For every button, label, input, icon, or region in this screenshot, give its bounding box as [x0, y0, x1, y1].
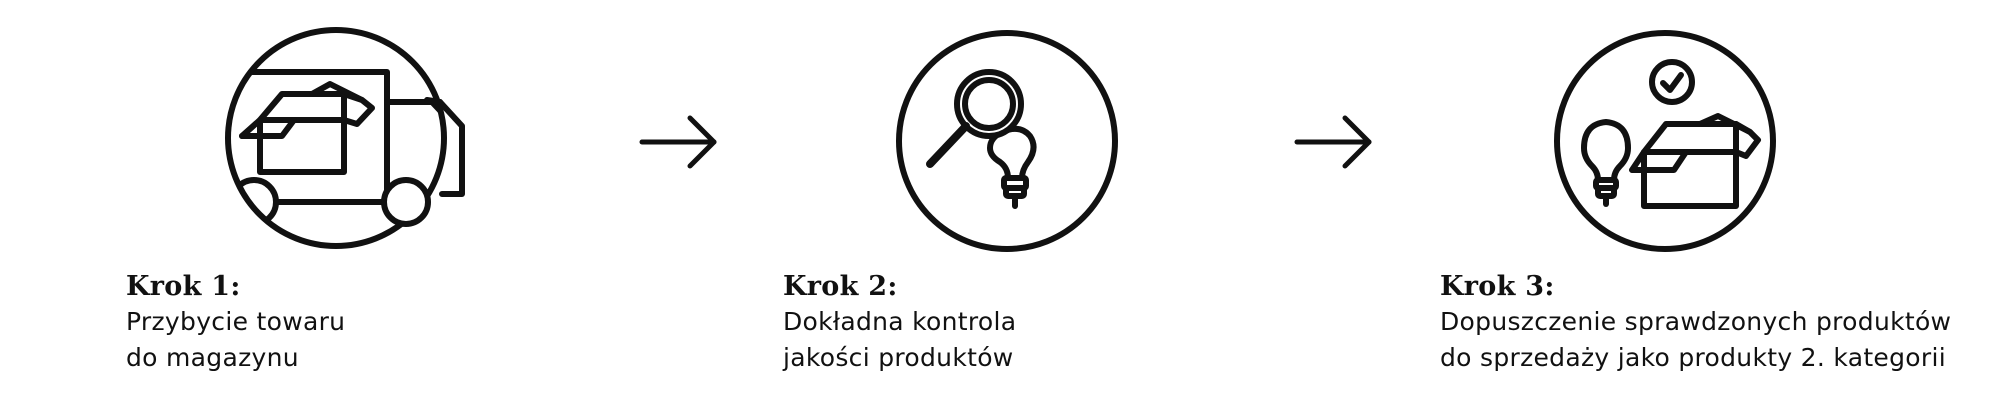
- step-description-line: Dokładna kontrola: [783, 307, 1017, 336]
- step-1: Krok 1: Przybycie towaru do magazynu: [126, 270, 345, 376]
- delivery-truck-box-icon: [222, 22, 472, 254]
- step-title: Krok 2:: [783, 271, 898, 302]
- step-3: Krok 3: Dopuszczenie sprawdzonych produk…: [1440, 270, 1951, 376]
- step-description-line: Przybycie towaru: [126, 307, 346, 336]
- approved-box-bulb-icon: [1550, 26, 1780, 256]
- step-description-line: do magazynu: [126, 343, 299, 372]
- step-description-line: do sprzedaży jako produkty 2. kategorii: [1440, 343, 1946, 372]
- magnifier-bulb-icon: [892, 26, 1122, 256]
- step-title: Krok 1:: [126, 271, 241, 302]
- step-description-line: Dopuszczenie sprawdzonych produktów: [1440, 307, 1952, 336]
- step-2: Krok 2: Dokładna kontrola jakości produk…: [783, 270, 1016, 376]
- step-title: Krok 3:: [1440, 271, 1555, 302]
- arrow-right-icon: [1293, 112, 1375, 176]
- step-description-line: jakości produktów: [783, 343, 1014, 372]
- arrow-right-icon: [638, 112, 720, 176]
